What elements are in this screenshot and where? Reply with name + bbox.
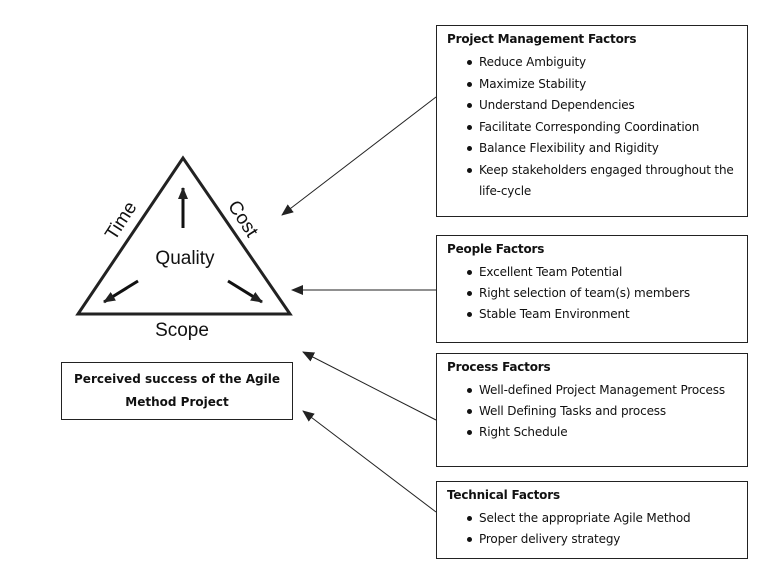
list-item: Right Schedule	[467, 422, 737, 443]
list-item: Facilitate Corresponding Coordination	[467, 117, 737, 139]
people-factors-box: People Factors Excellent Team Potential …	[436, 235, 748, 343]
arrow-down-right-icon	[227, 279, 263, 304]
list-item: Right selection of team(s) members	[467, 283, 737, 304]
process-factors-box: Process Factors Well-defined Project Man…	[436, 353, 748, 467]
connector-process-to-triangle	[302, 351, 437, 421]
perceived-success-label: Perceived success of the Agile Method Pr…	[74, 372, 280, 409]
quality-label: Quality	[155, 248, 215, 269]
factor-box-title: Project Management Factors	[447, 32, 637, 46]
list-item: Understand Dependencies	[467, 95, 737, 117]
technical-factors-box: Technical Factors Select the appropriate…	[436, 481, 748, 559]
iron-triangle	[75, 155, 293, 316]
time-label: Time	[101, 198, 141, 244]
list-item: Well Defining Tasks and process	[467, 401, 737, 422]
factor-box-title: People Factors	[447, 242, 545, 256]
list-item: Well-defined Project Management Process	[467, 380, 737, 401]
list-item: Balance Flexibility and Rigidity	[467, 138, 737, 160]
scope-label: Scope	[155, 320, 209, 341]
factor-list: Select the appropriate Agile Method Prop…	[447, 508, 737, 550]
factor-list: Well-defined Project Management Process …	[447, 380, 737, 443]
connector-technical-to-success	[302, 410, 437, 513]
list-item: Keep stakeholders engaged throughout the…	[467, 160, 737, 203]
factor-box-title: Process Factors	[447, 360, 551, 374]
list-item: Stable Team Environment	[467, 304, 737, 325]
arrow-down-left-icon	[103, 279, 139, 304]
perceived-success-box: Perceived success of the Agile Method Pr…	[61, 362, 293, 420]
factor-list: Reduce Ambiguity Maximize Stability Unde…	[447, 52, 737, 203]
list-item: Reduce Ambiguity	[467, 52, 737, 74]
list-item: Excellent Team Potential	[467, 262, 737, 283]
connector-pm-to-triangle	[281, 96, 437, 216]
factor-box-title: Technical Factors	[447, 488, 560, 502]
cost-label: Cost	[223, 197, 262, 242]
list-item: Maximize Stability	[467, 74, 737, 96]
factor-list: Excellent Team Potential Right selection…	[447, 262, 737, 325]
list-item: Proper delivery strategy	[467, 529, 737, 550]
project-management-factors-box: Project Management Factors Reduce Ambigu…	[436, 25, 748, 217]
list-item: Select the appropriate Agile Method	[467, 508, 737, 529]
